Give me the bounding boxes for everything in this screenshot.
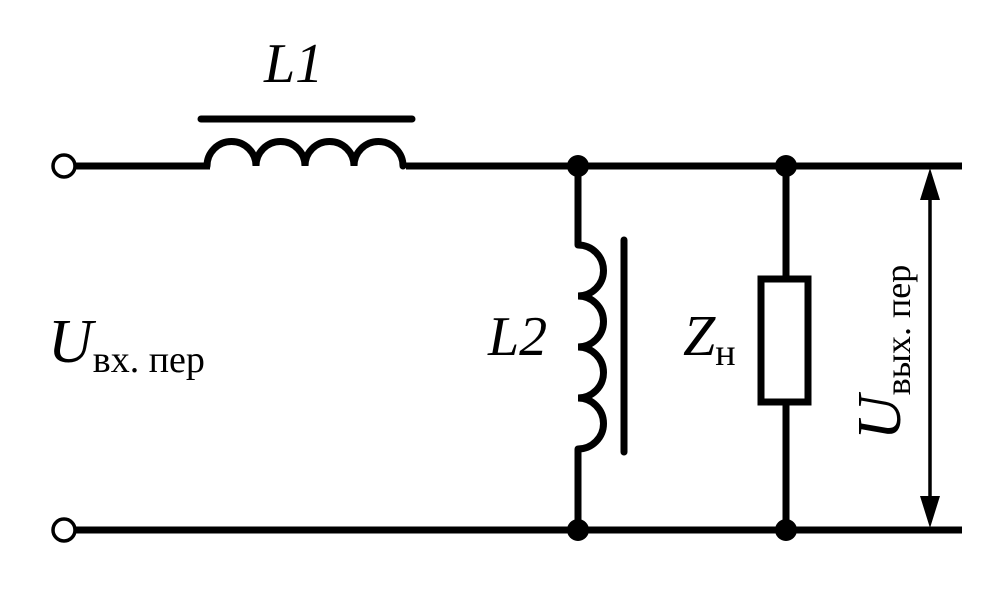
input-terminal-top [51, 153, 77, 179]
output-voltage-arrowhead-top [920, 168, 940, 200]
label-u-in-sub: вх. пер [93, 339, 205, 381]
load-impedance-box [757, 275, 812, 406]
label-u-out-sub: вых. пер [878, 265, 918, 395]
label-u-in-main: U [48, 308, 97, 376]
junction-node-bottom-load [775, 519, 797, 541]
label-u-out: Uвых. пер [846, 265, 918, 440]
input-terminal-bottom [51, 517, 77, 543]
label-l2: L2 [487, 306, 547, 368]
inductor-l2-coil [574, 241, 607, 453]
label-z-sub: н [715, 332, 735, 374]
label-z-main: Z [683, 303, 716, 368]
label-z-load: Zн [683, 303, 736, 374]
junction-node-top-l2 [567, 155, 589, 177]
inductor-l1-coil [203, 138, 407, 170]
junction-node-bottom-l2 [567, 519, 589, 541]
junction-node-top-load [775, 155, 797, 177]
label-u-in: Uвх. пер [48, 308, 205, 381]
label-u-out-main: U [846, 391, 914, 440]
output-voltage-arrowhead-bottom [920, 496, 940, 528]
label-l1: L1 [263, 33, 323, 95]
